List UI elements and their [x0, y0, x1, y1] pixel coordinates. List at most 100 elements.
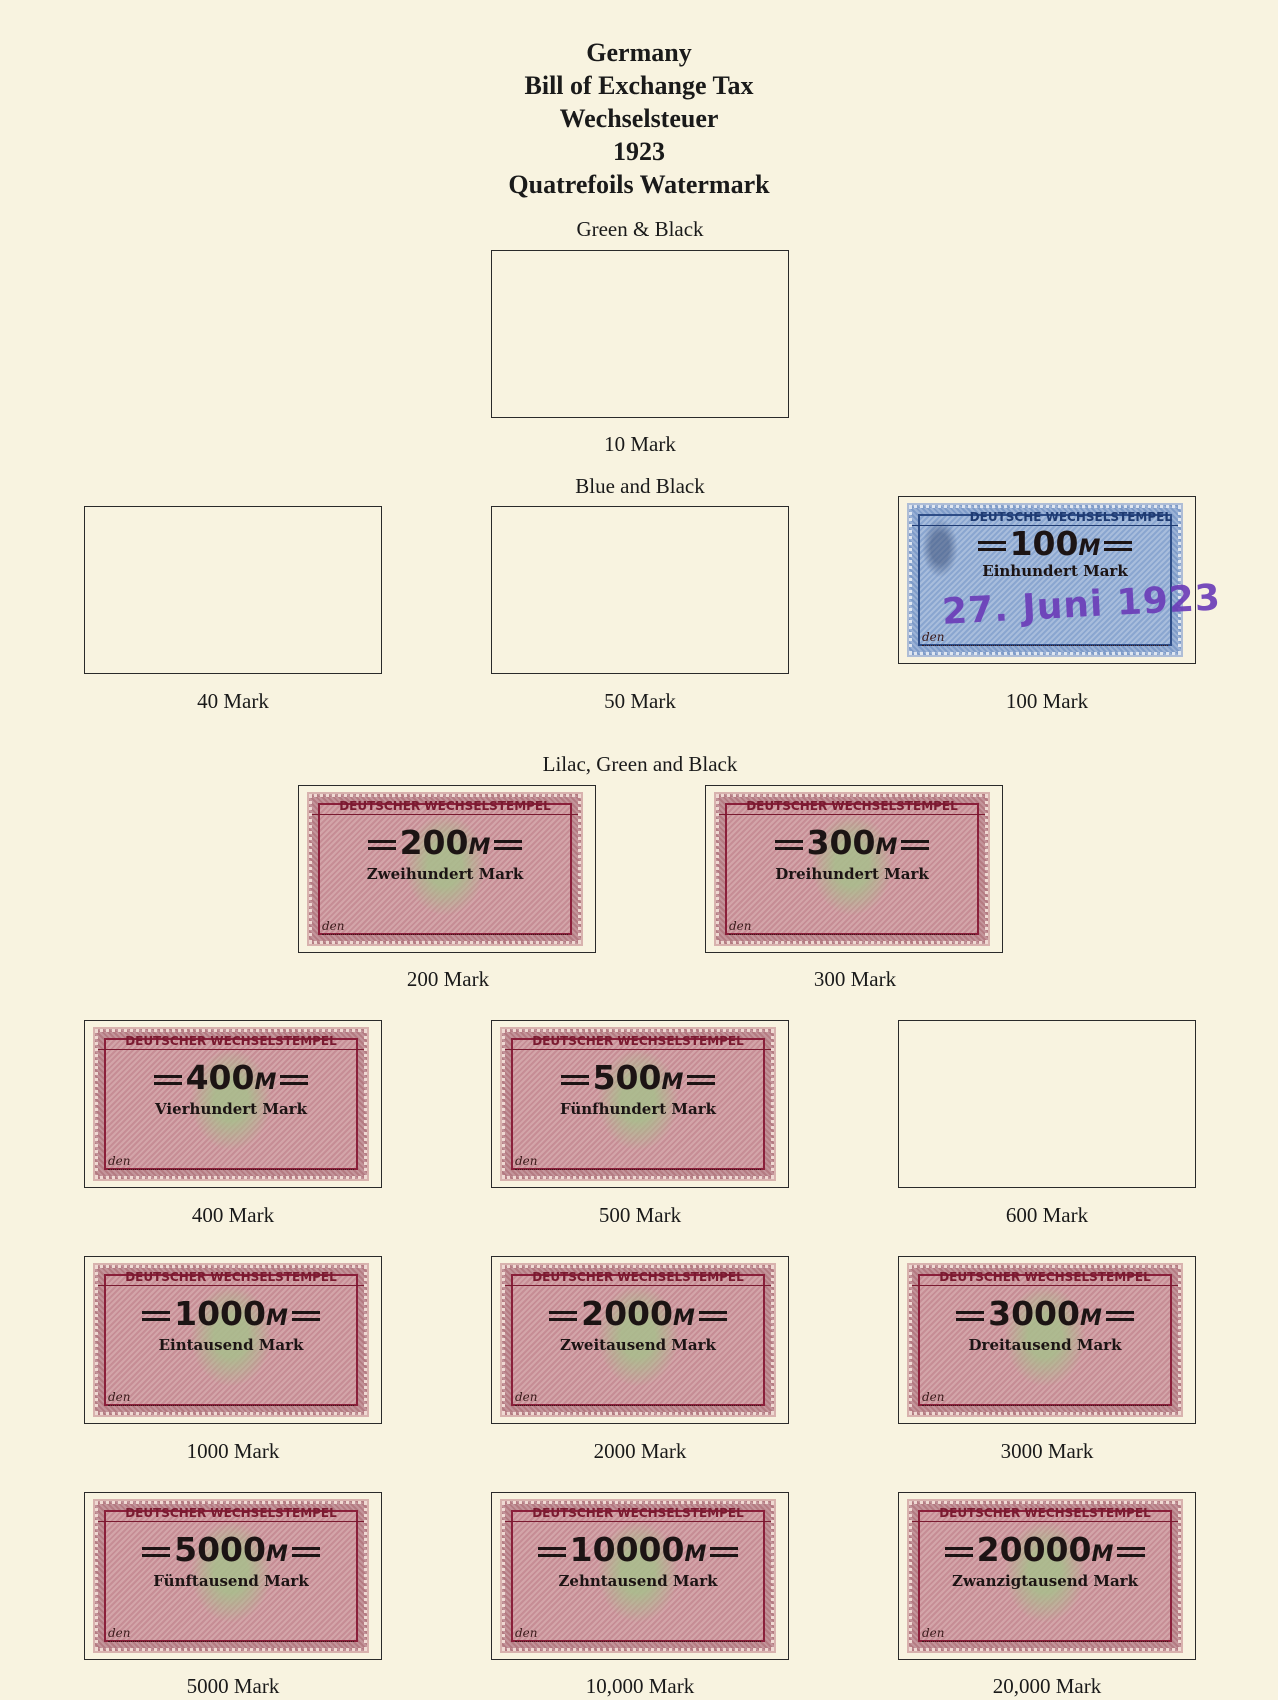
stamp-caption: 5000 Mark — [186, 1674, 280, 1698]
section-label-blue-black: Blue and Black — [575, 474, 705, 498]
stamp-den-line: den — [322, 920, 568, 935]
stamp-caption: 1000 Mark — [186, 1439, 280, 1463]
stamp-den-line: den — [922, 1391, 1168, 1406]
stamp-mount: DEUTSCHER WECHSELSTEMPEL 500M Fünfhunder… — [491, 1020, 789, 1188]
stamp-words: Zehntausend Mark — [558, 1572, 718, 1590]
stamp-value: 3000M — [912, 1294, 1178, 1339]
stamp-caption: 10,000 Mark — [585, 1674, 695, 1698]
stamp-20000-mark: DEUTSCHER WECHSELSTEMPEL 20000M Zwanzigt… — [909, 1501, 1181, 1651]
stamp-caption: 20,000 Mark — [992, 1674, 1102, 1698]
eagle-emblem-icon — [1005, 1286, 1085, 1386]
stamp-words: Dreitausend Mark — [968, 1336, 1122, 1354]
stamp-caption: 500 Mark — [598, 1203, 682, 1227]
eagle-emblem-icon — [191, 1522, 271, 1622]
stamp-words: Vierhundert Mark — [155, 1100, 307, 1118]
stamp-mount: DEUTSCHER WECHSELSTEMPEL 2000M Zweitause… — [491, 1256, 789, 1424]
stamp-value: 2000M — [505, 1294, 771, 1339]
stamp-header: DEUTSCHER WECHSELSTEMPEL — [98, 1270, 364, 1286]
stamp-den-line: den — [729, 920, 975, 935]
stamp-den-line: den — [515, 1155, 761, 1170]
section-label-green-black: Green & Black — [576, 217, 704, 241]
stamp-caption: 3000 Mark — [1000, 1439, 1094, 1463]
title-line: 1923 — [613, 137, 665, 166]
stamp-header: DEUTSCHER WECHSELSTEMPEL — [98, 1506, 364, 1522]
stamp-value: 300M — [719, 823, 985, 868]
title-line: Bill of Exchange Tax — [524, 71, 754, 100]
stamp-value: 5000M — [98, 1530, 364, 1575]
stamp-words: Zwanzigtausend Mark — [952, 1572, 1138, 1590]
stamp-value: 1000M — [98, 1294, 364, 1339]
stamp-mount: DEUTSCHER WECHSELSTEMPEL 400M Vierhunder… — [84, 1020, 382, 1188]
stamp-header: DEUTSCHER WECHSELSTEMPEL — [912, 1506, 1178, 1522]
stamp-caption: 10 Mark — [604, 432, 676, 456]
stamp-value: 400M — [98, 1058, 364, 1103]
stamp-header: DEUTSCHER WECHSELSTEMPEL — [98, 1034, 364, 1050]
eagle-emblem-icon — [191, 1286, 271, 1386]
stamp-den-line: den — [108, 1155, 354, 1170]
stamp-den-line: den — [515, 1627, 761, 1642]
eagle-emblem-icon — [812, 815, 892, 915]
stamp-mount: DEUTSCHER WECHSELSTEMPEL 1000M Eintausen… — [84, 1256, 382, 1424]
stamp-value: 20000M — [912, 1530, 1178, 1575]
stamp-words: Einhundert Mark — [982, 562, 1128, 580]
stamp-mount-empty — [491, 506, 789, 674]
stamp-value: 100M — [912, 524, 1178, 569]
stamp-mount-empty — [84, 506, 382, 674]
title-line: Wechselsteuer — [559, 104, 719, 133]
stamp-100-mark: DEUTSCHE WECHSELSTEMPEL 100M Einhundert … — [909, 505, 1222, 655]
eagle-emblem-icon — [922, 518, 958, 578]
stamp-mount: DEUTSCHER WECHSELSTEMPEL 3000M Dreitause… — [898, 1256, 1196, 1424]
stamp-1000-mark: DEUTSCHER WECHSELSTEMPEL 1000M Eintausen… — [95, 1265, 367, 1415]
stamp-mount: DEUTSCHER WECHSELSTEMPEL 200M Zweihunder… — [298, 785, 596, 953]
stamp-mount: DEUTSCHER WECHSELSTEMPEL 10000M Zehntaus… — [491, 1492, 789, 1660]
stamp-caption: 2000 Mark — [593, 1439, 687, 1463]
stamp-mount: DEUTSCHER WECHSELSTEMPEL 20000M Zwanzigt… — [898, 1492, 1196, 1660]
stamp-value: 500M — [505, 1058, 771, 1103]
stamp-value: 200M — [312, 823, 578, 868]
stamp-caption: 200 Mark — [406, 967, 490, 991]
stamp-caption: 50 Mark — [604, 689, 676, 713]
eagle-emblem-icon — [405, 815, 485, 915]
eagle-emblem-icon — [598, 1286, 678, 1386]
stamp-400-mark: DEUTSCHER WECHSELSTEMPEL 400M Vierhunder… — [95, 1029, 367, 1179]
stamp-words: Fünftausend Mark — [153, 1572, 309, 1590]
title-line: Quatrefoils Watermark — [508, 170, 770, 199]
stamp-header: DEUTSCHER WECHSELSTEMPEL — [312, 799, 578, 815]
stamp-caption: 600 Mark — [1005, 1203, 1089, 1227]
stamp-words: Dreihundert Mark — [775, 865, 929, 883]
stamp-header: DEUTSCHER WECHSELSTEMPEL — [505, 1270, 771, 1286]
stamp-mount-empty — [898, 1020, 1196, 1188]
stamp-den-line: den — [922, 631, 1168, 646]
page-title: Germany Bill of Exchange Tax Wechselsteu… — [0, 36, 1278, 201]
stamp-value: 10000M — [505, 1530, 771, 1575]
stamp-caption: 100 Mark — [1005, 689, 1089, 713]
stamp-header: DEUTSCHER WECHSELSTEMPEL — [719, 799, 985, 815]
stamp-mount: DEUTSCHE WECHSELSTEMPEL 100M Einhundert … — [898, 496, 1222, 664]
stamp-den-line: den — [922, 1627, 1168, 1642]
stamp-words: Eintausend Mark — [158, 1336, 304, 1354]
stamp-caption: 40 Mark — [197, 689, 269, 713]
stamp-300-mark: DEUTSCHER WECHSELSTEMPEL 300M Dreihunder… — [716, 794, 988, 944]
eagle-emblem-icon — [1005, 1522, 1085, 1622]
stamp-den-line: den — [108, 1391, 354, 1406]
stamp-words: Zweihundert Mark — [366, 865, 524, 883]
stamp-header: DEUTSCHER WECHSELSTEMPEL — [505, 1506, 771, 1522]
stamp-mount: DEUTSCHER WECHSELSTEMPEL 5000M Fünftause… — [84, 1492, 382, 1660]
section-label-lilac-green-black: Lilac, Green and Black — [542, 752, 738, 776]
stamp-mount: DEUTSCHER WECHSELSTEMPEL 300M Dreihunder… — [705, 785, 1003, 953]
stamp-den-line: den — [108, 1627, 354, 1642]
stamp-mount-empty — [491, 250, 789, 418]
stamp-3000-mark: DEUTSCHER WECHSELSTEMPEL 3000M Dreitause… — [909, 1265, 1181, 1415]
stamp-words: Zweitausend Mark — [560, 1336, 716, 1354]
stamp-header: DEUTSCHER WECHSELSTEMPEL — [505, 1034, 771, 1050]
eagle-emblem-icon — [598, 1050, 678, 1150]
eagle-emblem-icon — [191, 1050, 271, 1150]
stamp-header: DEUTSCHE WECHSELSTEMPEL — [912, 510, 1178, 526]
eagle-emblem-icon — [598, 1522, 678, 1622]
stamp-words: Fünfhundert Mark — [559, 1100, 717, 1118]
stamp-den-line: den — [515, 1391, 761, 1406]
stamp-10000-mark: DEUTSCHER WECHSELSTEMPEL 10000M Zehntaus… — [502, 1501, 774, 1651]
stamp-caption: 300 Mark — [813, 967, 897, 991]
title-line: Germany — [586, 38, 692, 67]
stamp-caption: 400 Mark — [191, 1203, 275, 1227]
